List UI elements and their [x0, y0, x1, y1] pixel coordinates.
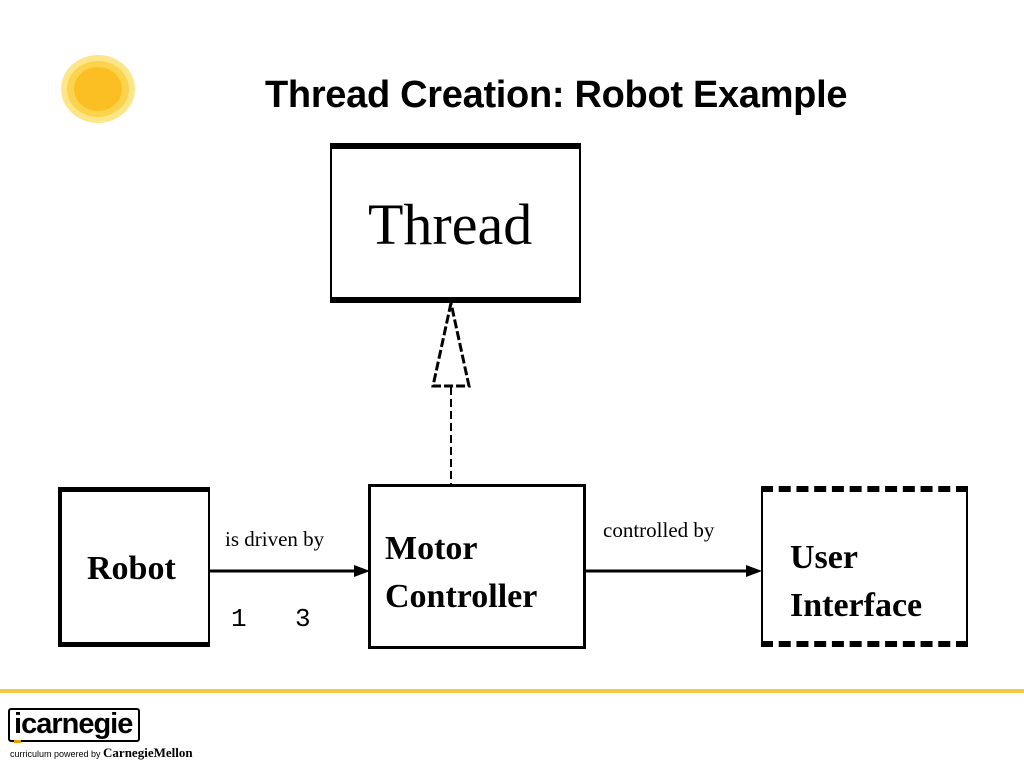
- logo-i: i: [14, 708, 22, 743]
- thread-label: Thread: [368, 192, 533, 257]
- user-interface-label: User Interface: [790, 534, 922, 630]
- is-driven-by-label: is driven by: [225, 527, 325, 551]
- icarnegie-logo: icarnegie: [8, 708, 140, 743]
- tagline-brand: CarnegieMellon: [103, 745, 193, 760]
- robot-label: Robot: [87, 550, 176, 587]
- motor-controller-line1: Motor: [385, 530, 478, 567]
- controlled-by-label: controlled by: [603, 518, 715, 542]
- association-robot-motor: [208, 565, 370, 577]
- multiplicity-source: 1: [231, 604, 247, 634]
- multiplicity-target: 3: [295, 604, 311, 634]
- sun-icon: [61, 55, 135, 123]
- footer-rule: [0, 689, 1024, 693]
- robot-node: Robot: [58, 487, 210, 647]
- realization-arrow: [431, 302, 471, 493]
- logo-text: carnegie: [21, 708, 133, 740]
- association-arrowhead: [746, 565, 762, 577]
- user-interface-line1: User: [790, 539, 858, 576]
- thread-node: Thread: [330, 143, 581, 303]
- user-interface-line2: Interface: [790, 587, 923, 624]
- association-motor-ui: [586, 565, 762, 577]
- footer-tagline: curriculum powered by CarnegieMellon: [10, 745, 193, 761]
- slide-title: Thread Creation: Robot Example: [265, 74, 848, 116]
- motor-controller-line2: Controller: [385, 578, 538, 615]
- tagline-text: curriculum powered by: [10, 749, 104, 759]
- motor-controller-label: Motor Controller: [385, 525, 537, 621]
- user-interface-node: User Interface: [761, 486, 968, 647]
- realization-arrowhead: [431, 302, 471, 388]
- motor-controller-node: Motor Controller: [368, 484, 586, 649]
- association-arrowhead: [354, 565, 370, 577]
